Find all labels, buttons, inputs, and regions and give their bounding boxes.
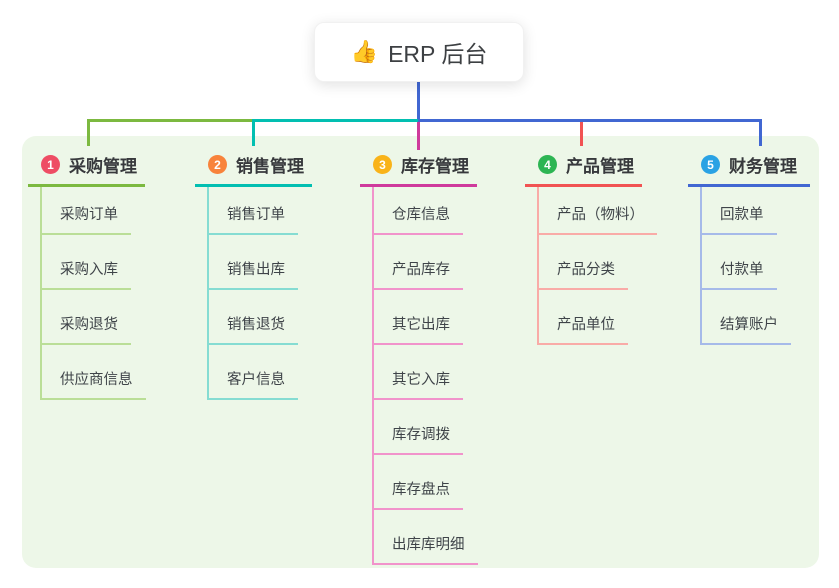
child-node[interactable]: 库存盘点 [374,455,463,510]
root-connector-line [417,82,420,120]
child-node[interactable]: 其它出库 [374,290,463,345]
child-node-label: 销售订单 [227,207,285,223]
mindmap-panel [22,136,819,568]
child-node-label: 其它出库 [392,317,450,333]
child-node-label: 产品分类 [557,262,615,278]
branch-label: 产品管理 [566,157,634,176]
connector-drop [417,119,420,150]
child-node-label: 采购退货 [60,317,118,333]
child-node[interactable]: 其它入库 [374,345,463,400]
child-node[interactable]: 产品库存 [374,235,463,290]
branch-header[interactable]: 2 销售管理 [195,150,312,187]
branch-children: 仓库信息 产品库存 其它出库 其它入库 库存调拨 库存盘点 出库库明细 [372,187,478,565]
child-node[interactable]: 仓库信息 [374,187,463,235]
child-node[interactable]: 采购退货 [42,290,131,345]
connector-bus-segment [252,119,419,122]
child-node[interactable]: 结算账户 [702,290,791,345]
branch: 3 库存管理 仓库信息 产品库存 其它出库 其它入库 库存调拨 库存盘点 出库库… [360,150,478,565]
child-node[interactable]: 采购入库 [42,235,131,290]
branch-header[interactable]: 3 库存管理 [360,150,477,187]
child-node[interactable]: 付款单 [702,235,777,290]
child-node-label: 付款单 [720,262,764,278]
child-node-label: 产品单位 [557,317,615,333]
branch: 1 采购管理 采购订单 采购入库 采购退货 供应商信息 [28,150,146,400]
branch-number-badge: 3 [373,155,392,174]
branch: 5 财务管理 回款单 付款单 结算账户 [688,150,810,345]
child-node-label: 结算账户 [720,317,778,333]
branch-header[interactable]: 5 财务管理 [688,150,810,187]
branch-number-badge: 2 [208,155,227,174]
branch: 2 销售管理 销售订单 销售出库 销售退货 客户信息 [195,150,312,400]
child-node-label: 采购入库 [60,262,118,278]
child-node-label: 产品（物料） [557,207,644,223]
connector-bus-segment [87,119,253,122]
child-node-label: 库存盘点 [392,482,450,498]
branch-header[interactable]: 1 采购管理 [28,150,145,187]
branch-label: 销售管理 [236,157,304,176]
child-node-label: 采购订单 [60,207,118,223]
child-node-label: 库存调拨 [392,427,450,443]
child-node[interactable]: 回款单 [702,187,777,235]
connector-drop [252,119,255,146]
child-node[interactable]: 采购订单 [42,187,131,235]
root-node[interactable]: 👍 ERP 后台 [314,22,524,82]
child-node-label: 客户信息 [227,372,285,388]
child-node-label: 产品库存 [392,262,450,278]
branch-label: 财务管理 [729,157,797,176]
connector-drop [759,119,762,146]
branch: 4 产品管理 产品（物料） 产品分类 产品单位 [525,150,657,345]
child-node[interactable]: 供应商信息 [42,345,146,400]
root-node-label: ERP 后台 [388,41,488,67]
branch-label: 库存管理 [401,157,469,176]
child-node-label: 出库库明细 [392,537,465,553]
child-node[interactable]: 客户信息 [209,345,298,400]
child-node[interactable]: 销售订单 [209,187,298,235]
child-node-label: 供应商信息 [60,372,133,388]
child-node[interactable]: 库存调拨 [374,400,463,455]
branch-label: 采购管理 [69,157,137,176]
branch-number-badge: 4 [538,155,557,174]
branch-number-badge: 1 [41,155,60,174]
child-node-label: 销售出库 [227,262,285,278]
child-node[interactable]: 产品分类 [539,235,628,290]
child-node-label: 其它入库 [392,372,450,388]
child-node[interactable]: 销售退货 [209,290,298,345]
child-node[interactable]: 产品单位 [539,290,628,345]
branch-children: 产品（物料） 产品分类 产品单位 [537,187,657,345]
child-node-label: 销售退货 [227,317,285,333]
connector-bus-segment [418,119,760,122]
child-node[interactable]: 销售出库 [209,235,298,290]
branch-children: 采购订单 采购入库 采购退货 供应商信息 [40,187,146,400]
thumbs-up-icon: 👍 [350,39,379,64]
branch-children: 销售订单 销售出库 销售退货 客户信息 [207,187,298,400]
child-node[interactable]: 产品（物料） [539,187,657,235]
child-node-label: 仓库信息 [392,207,450,223]
branch-children: 回款单 付款单 结算账户 [700,187,791,345]
connector-drop [87,119,90,146]
branch-header[interactable]: 4 产品管理 [525,150,642,187]
connector-drop [580,119,583,146]
branch-number-badge: 5 [701,155,720,174]
child-node[interactable]: 出库库明细 [374,510,478,565]
child-node-label: 回款单 [720,207,764,223]
